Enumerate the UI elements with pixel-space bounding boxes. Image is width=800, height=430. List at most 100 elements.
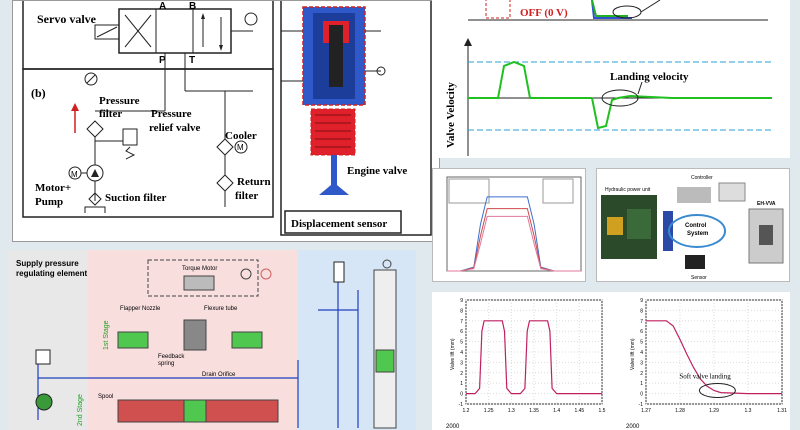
feedback-spring-label-2: spring	[158, 361, 174, 367]
chart-left-ytick: 7	[460, 319, 463, 325]
chart-left-ytick: 9	[460, 298, 463, 304]
return-filter-label-1: Return	[237, 176, 271, 188]
small-chart-panel	[432, 168, 586, 282]
bottom-tick-left: 2000	[446, 424, 460, 430]
engine-valve-label: Engine valve	[347, 165, 407, 177]
engine-valve-head	[319, 185, 349, 195]
chart-right-xtick: 1.29	[709, 408, 719, 414]
right-nozzle	[231, 331, 263, 349]
chart-left-ytick: 0	[460, 392, 463, 398]
chart-right-ytick: 5	[640, 340, 643, 346]
relief-valve-icon	[122, 128, 138, 146]
chart-right-ytick: 4	[640, 350, 643, 356]
controller-label: Controller	[691, 175, 713, 181]
feedback-spring-label-1: Feedback	[158, 354, 185, 360]
velocity-ylabel: Valve Velocity	[445, 82, 457, 148]
chart-left-xtick: 1.25	[484, 408, 494, 414]
chart-right-ylabel: Valve lift (mm)	[630, 338, 636, 370]
port-p-label: P	[159, 55, 166, 66]
control-label-1: Control	[685, 223, 707, 229]
pressure-filter-label-1: Pressure	[99, 95, 140, 107]
cooler-icon	[216, 138, 234, 156]
flapper-nozzle-label: Flapper Nozzle	[120, 306, 161, 312]
chart-right-ytick: 7	[640, 319, 643, 325]
stage1-label: 1st Stage	[103, 320, 110, 350]
chart-right-ytick: 6	[640, 329, 643, 335]
chart-right-xtick: 1.27	[641, 408, 651, 414]
cooler-label: Cooler	[225, 130, 257, 142]
displacement-sensor-box	[284, 210, 402, 234]
hpu-label: Hydraulic power unit	[605, 187, 651, 193]
valve-spring	[310, 108, 356, 156]
chart-left-xtick: 1.3	[508, 408, 515, 414]
chart-left-ytick: 6	[460, 329, 463, 335]
supply-label-1: Supply pressure	[16, 259, 79, 268]
valve-velocity-panel: OFF (0 V) Valve Velocity Landing velocit…	[432, 0, 790, 158]
valve-velocity-diagram: OFF (0 V) Valve Velocity Landing velocit…	[445, 0, 772, 156]
chart-right-ytick: 1	[640, 381, 643, 387]
chart-right-ytick: 2	[640, 371, 643, 377]
chart-left-ytick: 3	[460, 360, 463, 366]
stage2-label: 2nd Stage	[77, 394, 84, 426]
motor-pump-label-2: Pump	[35, 196, 63, 208]
control-label-2: System	[687, 231, 708, 237]
return-filter-icon	[216, 174, 234, 192]
port-b-label: B	[189, 1, 196, 12]
off-label: OFF (0 V)	[520, 7, 568, 19]
chart-left-xtick: 1.4	[553, 408, 560, 414]
servo-valve-symbol	[118, 8, 232, 54]
hydraulic-circuit-diagram: Servo valve A B P T (b) Pressure filter …	[22, 1, 432, 236]
chart-right-xtick: 1.31	[777, 408, 787, 414]
bottom-tick-right: 2000	[626, 424, 640, 430]
left-nozzle	[117, 331, 149, 349]
ehvs-label: EH-VVA	[757, 201, 776, 207]
chart-right-annotation: Soft valve landing	[679, 372, 731, 380]
servo-schematic-panel: Supply pressure regulating element Torqu…	[8, 250, 416, 430]
system-photo: Hydraulic power unit Controller Control …	[601, 175, 784, 281]
servo-valve-label: Servo valve	[37, 12, 97, 26]
suction-filter-label: Suction filter	[105, 192, 167, 204]
pressure-gauge-icon	[84, 72, 98, 86]
chart-right-annotation-ellipse	[698, 382, 736, 398]
torque-motor-label: Torque Motor	[182, 266, 217, 272]
servo-schematic-diagram: Supply pressure regulating element Torqu…	[8, 250, 416, 430]
chart-left-ytick: 1	[460, 381, 463, 387]
chart-left-ytick: 5	[460, 340, 463, 346]
velocity-curve-1	[468, 60, 592, 99]
pressure-relief-label-2: relief valve	[149, 122, 201, 134]
chart-right-xtick: 1.28	[675, 408, 685, 414]
chart-left-ytick: 4	[460, 350, 463, 356]
chart-left-xtick: 1.5	[599, 408, 606, 414]
cooler-motor-symbol: M	[237, 143, 244, 152]
chart-right-series	[646, 320, 782, 395]
pressure-relief-label-1: Pressure	[151, 108, 192, 120]
system-photo-panel: Hydraulic power unit Controller Control …	[596, 168, 790, 282]
chart-left-ytick: 2	[460, 371, 463, 377]
supply-label-2: regulating element	[16, 269, 87, 278]
chart-left-ytick: 8	[460, 308, 463, 314]
chart-left-xtick: 1.45	[574, 408, 584, 414]
port-t-label: T	[189, 55, 195, 66]
displacement-sensor-label: Displacement sensor	[291, 218, 387, 230]
pump-schematic-icon	[35, 393, 53, 411]
pressure-filter-icon	[86, 120, 104, 138]
chart-left-series	[466, 320, 602, 395]
chart-right-ytick: 9	[640, 298, 643, 304]
landing-velocity-label: Landing velocity	[610, 71, 689, 83]
hydraulic-circuit-panel: Servo valve A B P T (b) Pressure filter …	[12, 0, 440, 242]
chart-right-xtick: 1.3	[745, 408, 752, 414]
small-lift-chart	[446, 176, 582, 272]
chart-left-ytick: -1	[459, 402, 464, 408]
return-filter-label-2: filter	[235, 190, 258, 202]
chart-right-ytick: 0	[640, 392, 643, 398]
suction-filter-icon	[88, 192, 102, 206]
chart-right-ytick: -1	[639, 402, 644, 408]
motor-pump-label-1: Motor+	[35, 182, 71, 194]
drain-orifice-label: Drain Orifice	[202, 372, 236, 378]
chart-right-ytick: 3	[640, 360, 643, 366]
part-b-label: (b)	[31, 86, 46, 100]
